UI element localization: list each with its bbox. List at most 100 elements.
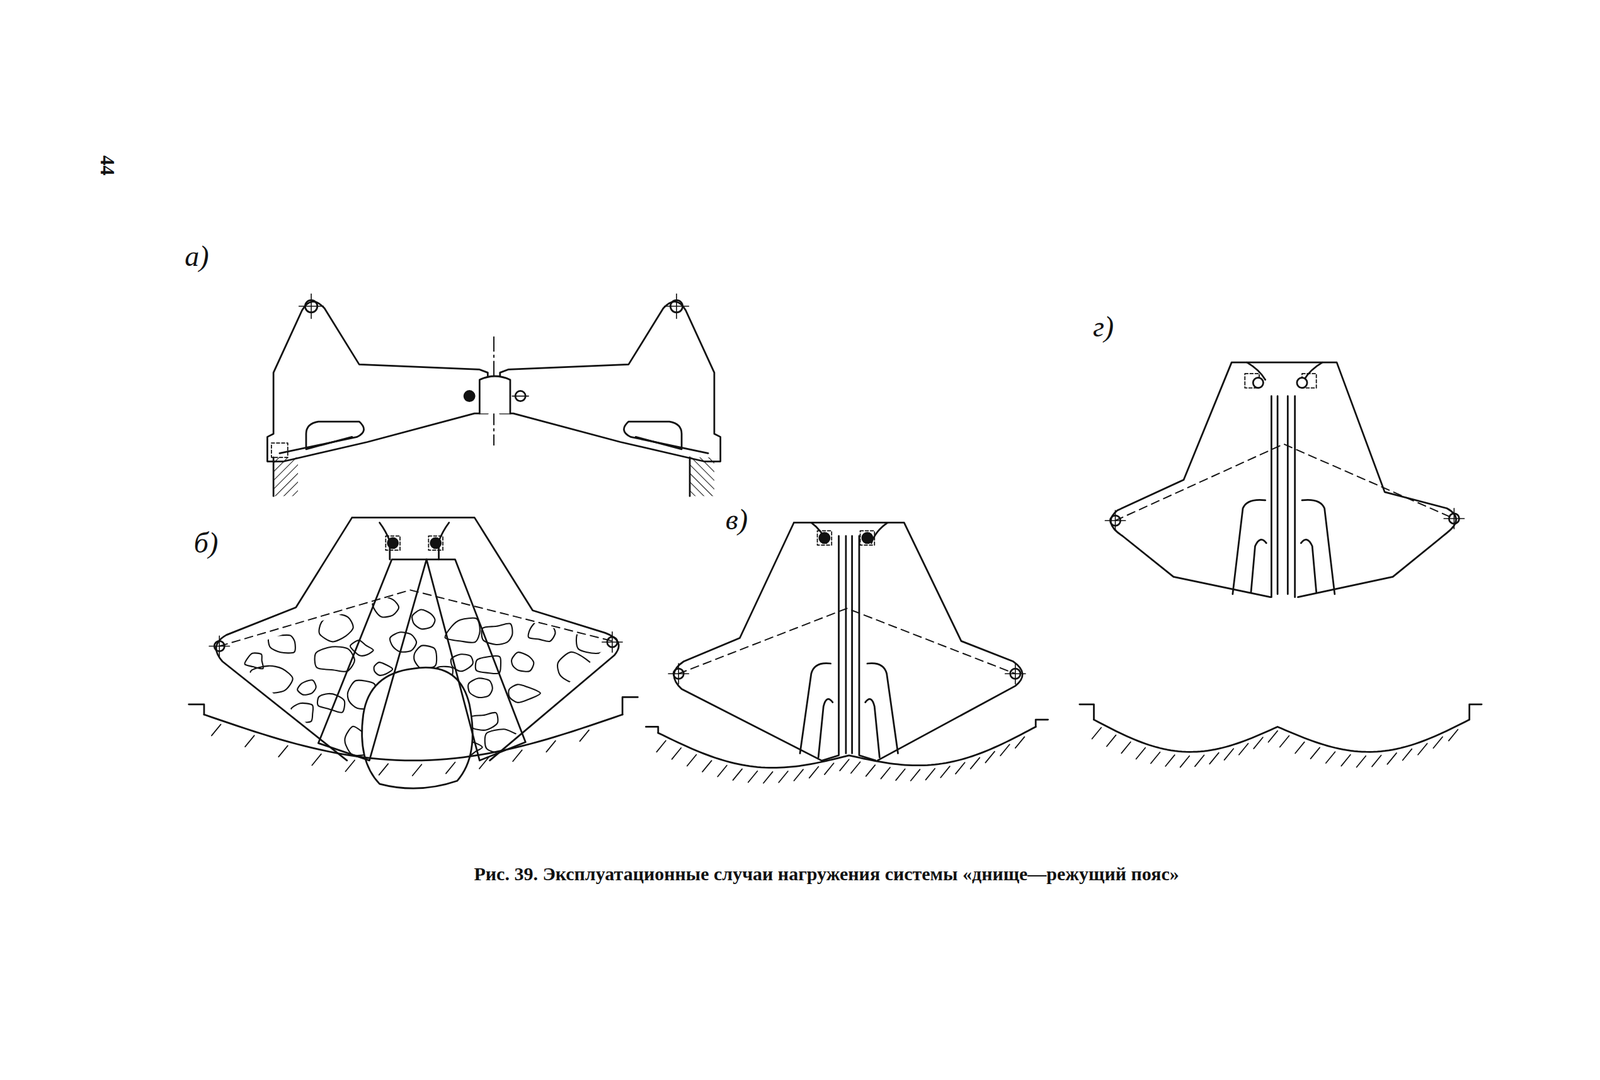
ground-hatch <box>702 760 712 772</box>
ground-hatch <box>1402 748 1413 761</box>
lifted-grab <box>1079 362 1482 720</box>
right-jaw <box>500 294 721 497</box>
ground-hatch <box>379 763 389 775</box>
crosshair <box>209 631 623 657</box>
support-edge <box>689 457 692 497</box>
subfigure-letter: а) <box>184 240 209 273</box>
ground-hatch <box>733 768 743 780</box>
ground-hatch <box>245 735 255 747</box>
inner-rib <box>800 663 833 758</box>
stone <box>318 613 353 642</box>
ground-hatch <box>895 769 906 781</box>
support <box>689 457 715 497</box>
ground-hatch <box>672 747 682 760</box>
knife-plate <box>426 559 526 761</box>
stone <box>468 677 493 698</box>
ground-hatch <box>1015 736 1025 748</box>
stone <box>445 617 480 643</box>
bin-bottoms <box>204 714 1470 783</box>
ground-hatch <box>809 766 819 778</box>
hinge-pin <box>464 390 475 401</box>
stone <box>413 645 437 669</box>
hinge-pin <box>388 537 399 549</box>
hidden-edge <box>678 608 1016 675</box>
cutting-belt <box>279 421 365 453</box>
support <box>273 457 298 497</box>
hinge-pin <box>819 532 830 543</box>
ground-hatch <box>748 771 758 783</box>
ground-hatch <box>1106 735 1117 747</box>
rib <box>800 663 831 754</box>
hub <box>811 522 888 543</box>
rib <box>867 663 899 754</box>
ground-hatch <box>1295 742 1305 754</box>
knife-plate <box>318 559 427 761</box>
ground-hatch <box>925 768 936 780</box>
subfigure-letter: б) <box>194 527 218 560</box>
left-jaw <box>267 294 488 497</box>
ground-hatch <box>910 769 921 781</box>
ground-hatch <box>866 764 876 777</box>
knife-plate <box>1271 396 1295 598</box>
ground-hatch <box>1433 736 1443 748</box>
ground-hatch <box>1356 755 1367 768</box>
inner-rib <box>1232 499 1267 595</box>
ground-hatch <box>1387 752 1397 765</box>
crosshair <box>675 294 678 319</box>
ground-hatch <box>345 759 355 772</box>
pin-socket <box>860 530 875 545</box>
ground-hatch <box>824 762 835 775</box>
ground-hatch <box>1371 755 1382 767</box>
ground-hatch <box>412 764 423 776</box>
ground-hatch <box>687 754 697 766</box>
loaded-grab <box>188 517 639 789</box>
rib <box>1302 499 1335 595</box>
inner-rib <box>865 663 899 758</box>
ground-hatch <box>851 761 861 773</box>
stone <box>557 651 596 683</box>
crosshair <box>512 395 529 397</box>
cutting-belt <box>623 421 709 453</box>
ground-hatch <box>1417 743 1428 755</box>
ground-hatch <box>880 767 891 779</box>
open-grab <box>267 294 720 497</box>
ground-hatch <box>985 751 995 763</box>
empty-grab <box>645 522 1048 760</box>
ground-hatch <box>1092 727 1102 739</box>
crosshair <box>668 663 1026 684</box>
bin-wall <box>1079 704 1482 720</box>
ground-hatch <box>839 759 850 771</box>
figure-caption: Рис. 39. Эксплуатационные случаи нагруже… <box>473 862 1179 884</box>
jaw-outline <box>267 301 488 462</box>
grab-outline <box>674 522 1023 760</box>
support-edge <box>272 457 275 497</box>
ground-hatch <box>1280 735 1290 748</box>
ground-hatch <box>1224 748 1235 760</box>
stone <box>528 620 556 642</box>
bin-bottom <box>204 714 623 761</box>
crosshair <box>1104 508 1464 532</box>
ground-hatch <box>1121 742 1131 754</box>
stone <box>268 634 296 654</box>
ground-hatch <box>955 762 966 774</box>
ground-hatch <box>1165 754 1175 766</box>
stone <box>469 712 498 731</box>
hub <box>379 522 450 559</box>
stone <box>297 679 317 695</box>
grab-outline <box>216 517 619 761</box>
cutting-belt <box>635 436 682 449</box>
ground-hatch <box>1209 752 1219 765</box>
ground-hatch <box>1253 737 1263 749</box>
stone <box>411 609 435 630</box>
ground-hatch <box>1325 751 1336 763</box>
rib <box>1251 539 1267 592</box>
ground-hatch <box>546 740 556 753</box>
stone <box>374 662 394 676</box>
ground-hatch <box>1180 755 1190 768</box>
ground-hatch <box>1310 747 1321 759</box>
page-number: 44 <box>95 154 118 176</box>
hidden-edge <box>1115 444 1455 521</box>
ground-hatch <box>763 771 773 783</box>
